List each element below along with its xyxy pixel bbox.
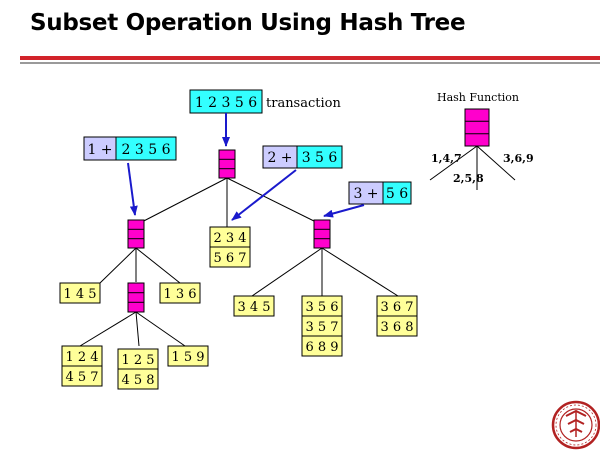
arrow-split3-right bbox=[323, 204, 365, 218]
leaf-itemset: 4 5 8 bbox=[121, 373, 154, 388]
hash-node-root bbox=[218, 149, 236, 179]
leaf-345: 3 4 5 bbox=[233, 295, 275, 317]
probe-arrows bbox=[127, 113, 365, 221]
edge-node-159 bbox=[135, 311, 186, 347]
split-1-rest: 2 3 5 6 bbox=[122, 142, 171, 158]
leaf-356: 3 5 6 3 5 7 6 8 9 bbox=[301, 295, 343, 357]
hash-function-title: Hash Function bbox=[437, 91, 519, 104]
hash-node-left-child bbox=[127, 282, 145, 313]
edge-left-136 bbox=[135, 247, 181, 284]
leaf-itemset: 1 3 6 bbox=[163, 287, 196, 302]
leaf-234: 2 3 4 5 6 7 bbox=[209, 226, 251, 268]
transaction-box: 1 2 3 5 6 bbox=[189, 89, 263, 114]
arrow-split1-left bbox=[127, 162, 138, 216]
hash-branch-147: 1,4,7 bbox=[431, 152, 462, 165]
edge-root-left bbox=[135, 177, 228, 226]
leaf-cell bbox=[117, 368, 159, 390]
leaf-itemset: 1 2 4 bbox=[65, 350, 98, 365]
leaf-cell bbox=[301, 335, 343, 357]
leaf-cell bbox=[233, 295, 275, 317]
leaf-cell bbox=[159, 282, 201, 304]
transaction-label: transaction bbox=[266, 96, 341, 111]
hash-node-right bbox=[313, 219, 331, 249]
leaf-itemset: 2 3 4 bbox=[213, 231, 246, 246]
leaf-159: 1 5 9 bbox=[167, 345, 209, 367]
leaf-itemset: 3 6 8 bbox=[380, 320, 413, 335]
leaf-124: 1 2 4 4 5 7 bbox=[61, 345, 103, 387]
leaf-cell bbox=[209, 246, 251, 268]
transaction-items: 1 2 3 5 6 bbox=[195, 95, 257, 111]
split-box-1: 1 + 2 3 5 6 bbox=[83, 136, 177, 161]
hash-function-legend: Hash Function 1,4,7 2,5,8 3,6,9 bbox=[429, 91, 534, 190]
split-3-rest: 5 6 bbox=[386, 186, 408, 202]
leaf-itemset: 1 5 9 bbox=[171, 350, 204, 365]
split-3-prefix: 3 + bbox=[353, 186, 378, 202]
leaf-nodes: 1 4 5 1 3 6 2 3 4 5 6 7 3 4 5 3 5 6 3 5 7 6 8 9… bbox=[59, 226, 418, 390]
split-2-prefix: 2 + bbox=[267, 150, 292, 166]
split-box-2: 2 + 3 5 6 bbox=[262, 145, 343, 169]
leaf-136: 1 3 6 bbox=[159, 282, 201, 304]
leaf-cell bbox=[167, 345, 209, 367]
leaf-itemset: 3 5 7 bbox=[305, 320, 338, 335]
leaf-itemset: 6 8 9 bbox=[305, 340, 338, 355]
tree-edges bbox=[79, 177, 399, 347]
university-logo bbox=[551, 400, 600, 450]
edge-node-124 bbox=[79, 311, 137, 347]
leaf-itemset: 3 6 7 bbox=[380, 300, 413, 315]
leaf-itemset: 4 5 7 bbox=[65, 370, 98, 385]
split-1-prefix: 1 + bbox=[87, 142, 112, 158]
leaf-itemset: 1 4 5 bbox=[63, 287, 96, 302]
leaf-cell bbox=[376, 315, 418, 337]
leaf-367: 3 6 7 3 6 8 bbox=[376, 295, 418, 337]
title-rule-gray bbox=[20, 62, 600, 64]
leaf-itemset: 1 2 5 bbox=[121, 353, 154, 368]
leaf-145: 1 4 5 bbox=[59, 282, 101, 304]
hash-node-left bbox=[127, 219, 145, 249]
edge-node-125 bbox=[135, 311, 140, 347]
slide-title: Subset Operation Using Hash Tree bbox=[30, 10, 466, 36]
leaf-itemset: 3 5 6 bbox=[305, 300, 338, 315]
edge-right-345 bbox=[251, 247, 323, 297]
leaf-cell bbox=[61, 365, 103, 387]
leaf-cell bbox=[59, 282, 101, 304]
title-rule-red bbox=[20, 56, 600, 60]
edge-left-145 bbox=[99, 247, 137, 284]
edge-root-right bbox=[226, 177, 323, 226]
edge-right-367 bbox=[321, 247, 399, 297]
leaf-125: 1 2 5 4 5 8 bbox=[117, 348, 159, 390]
leaf-itemset: 5 6 7 bbox=[213, 251, 246, 266]
split-2-rest: 3 5 6 bbox=[302, 150, 338, 166]
hash-branch-369: 3,6,9 bbox=[503, 152, 534, 165]
hash-branch-258: 2,5,8 bbox=[453, 172, 484, 185]
leaf-itemset: 3 4 5 bbox=[237, 300, 270, 315]
split-box-3: 3 + 5 6 bbox=[348, 181, 412, 205]
arrow-split2-middle bbox=[231, 169, 297, 221]
